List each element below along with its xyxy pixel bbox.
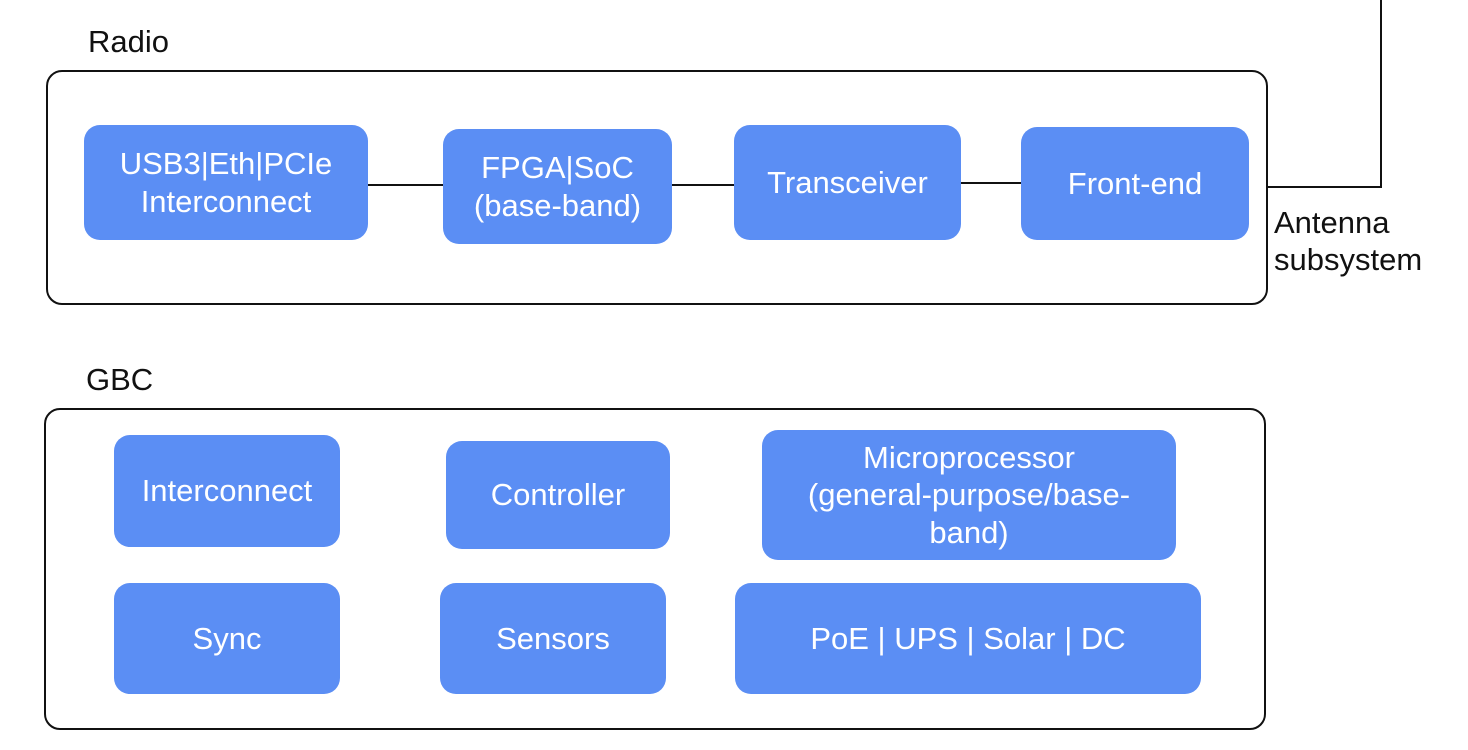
fpga-soc-block: FPGA|SoC (base-band) bbox=[443, 129, 672, 244]
sensors-block: Sensors bbox=[440, 583, 666, 694]
antenna-subsystem-label: Antenna subsystem bbox=[1274, 205, 1423, 278]
radio-group-title: Radio bbox=[88, 24, 169, 59]
wire-antenna-riser bbox=[1380, 0, 1382, 188]
gbc-group-title: GBC bbox=[86, 362, 154, 397]
wire-transceiver-frontend bbox=[960, 182, 1022, 184]
power-sources-block: PoE | UPS | Solar | DC bbox=[735, 583, 1201, 694]
microprocessor-block: Microprocessor (general-purpose/base- ba… bbox=[762, 430, 1176, 560]
front-end-block: Front-end bbox=[1021, 127, 1249, 240]
wire-fpga-transceiver bbox=[670, 184, 734, 186]
wire-interconnect-fpga bbox=[368, 184, 444, 186]
radio-interconnect-block: USB3|Eth|PCIe Interconnect bbox=[84, 125, 368, 240]
transceiver-block: Transceiver bbox=[734, 125, 961, 240]
gbc-interconnect-block: Interconnect bbox=[114, 435, 340, 547]
sync-block: Sync bbox=[114, 583, 340, 694]
wire-frontend-antenna bbox=[1268, 186, 1382, 188]
controller-block: Controller bbox=[446, 441, 670, 549]
